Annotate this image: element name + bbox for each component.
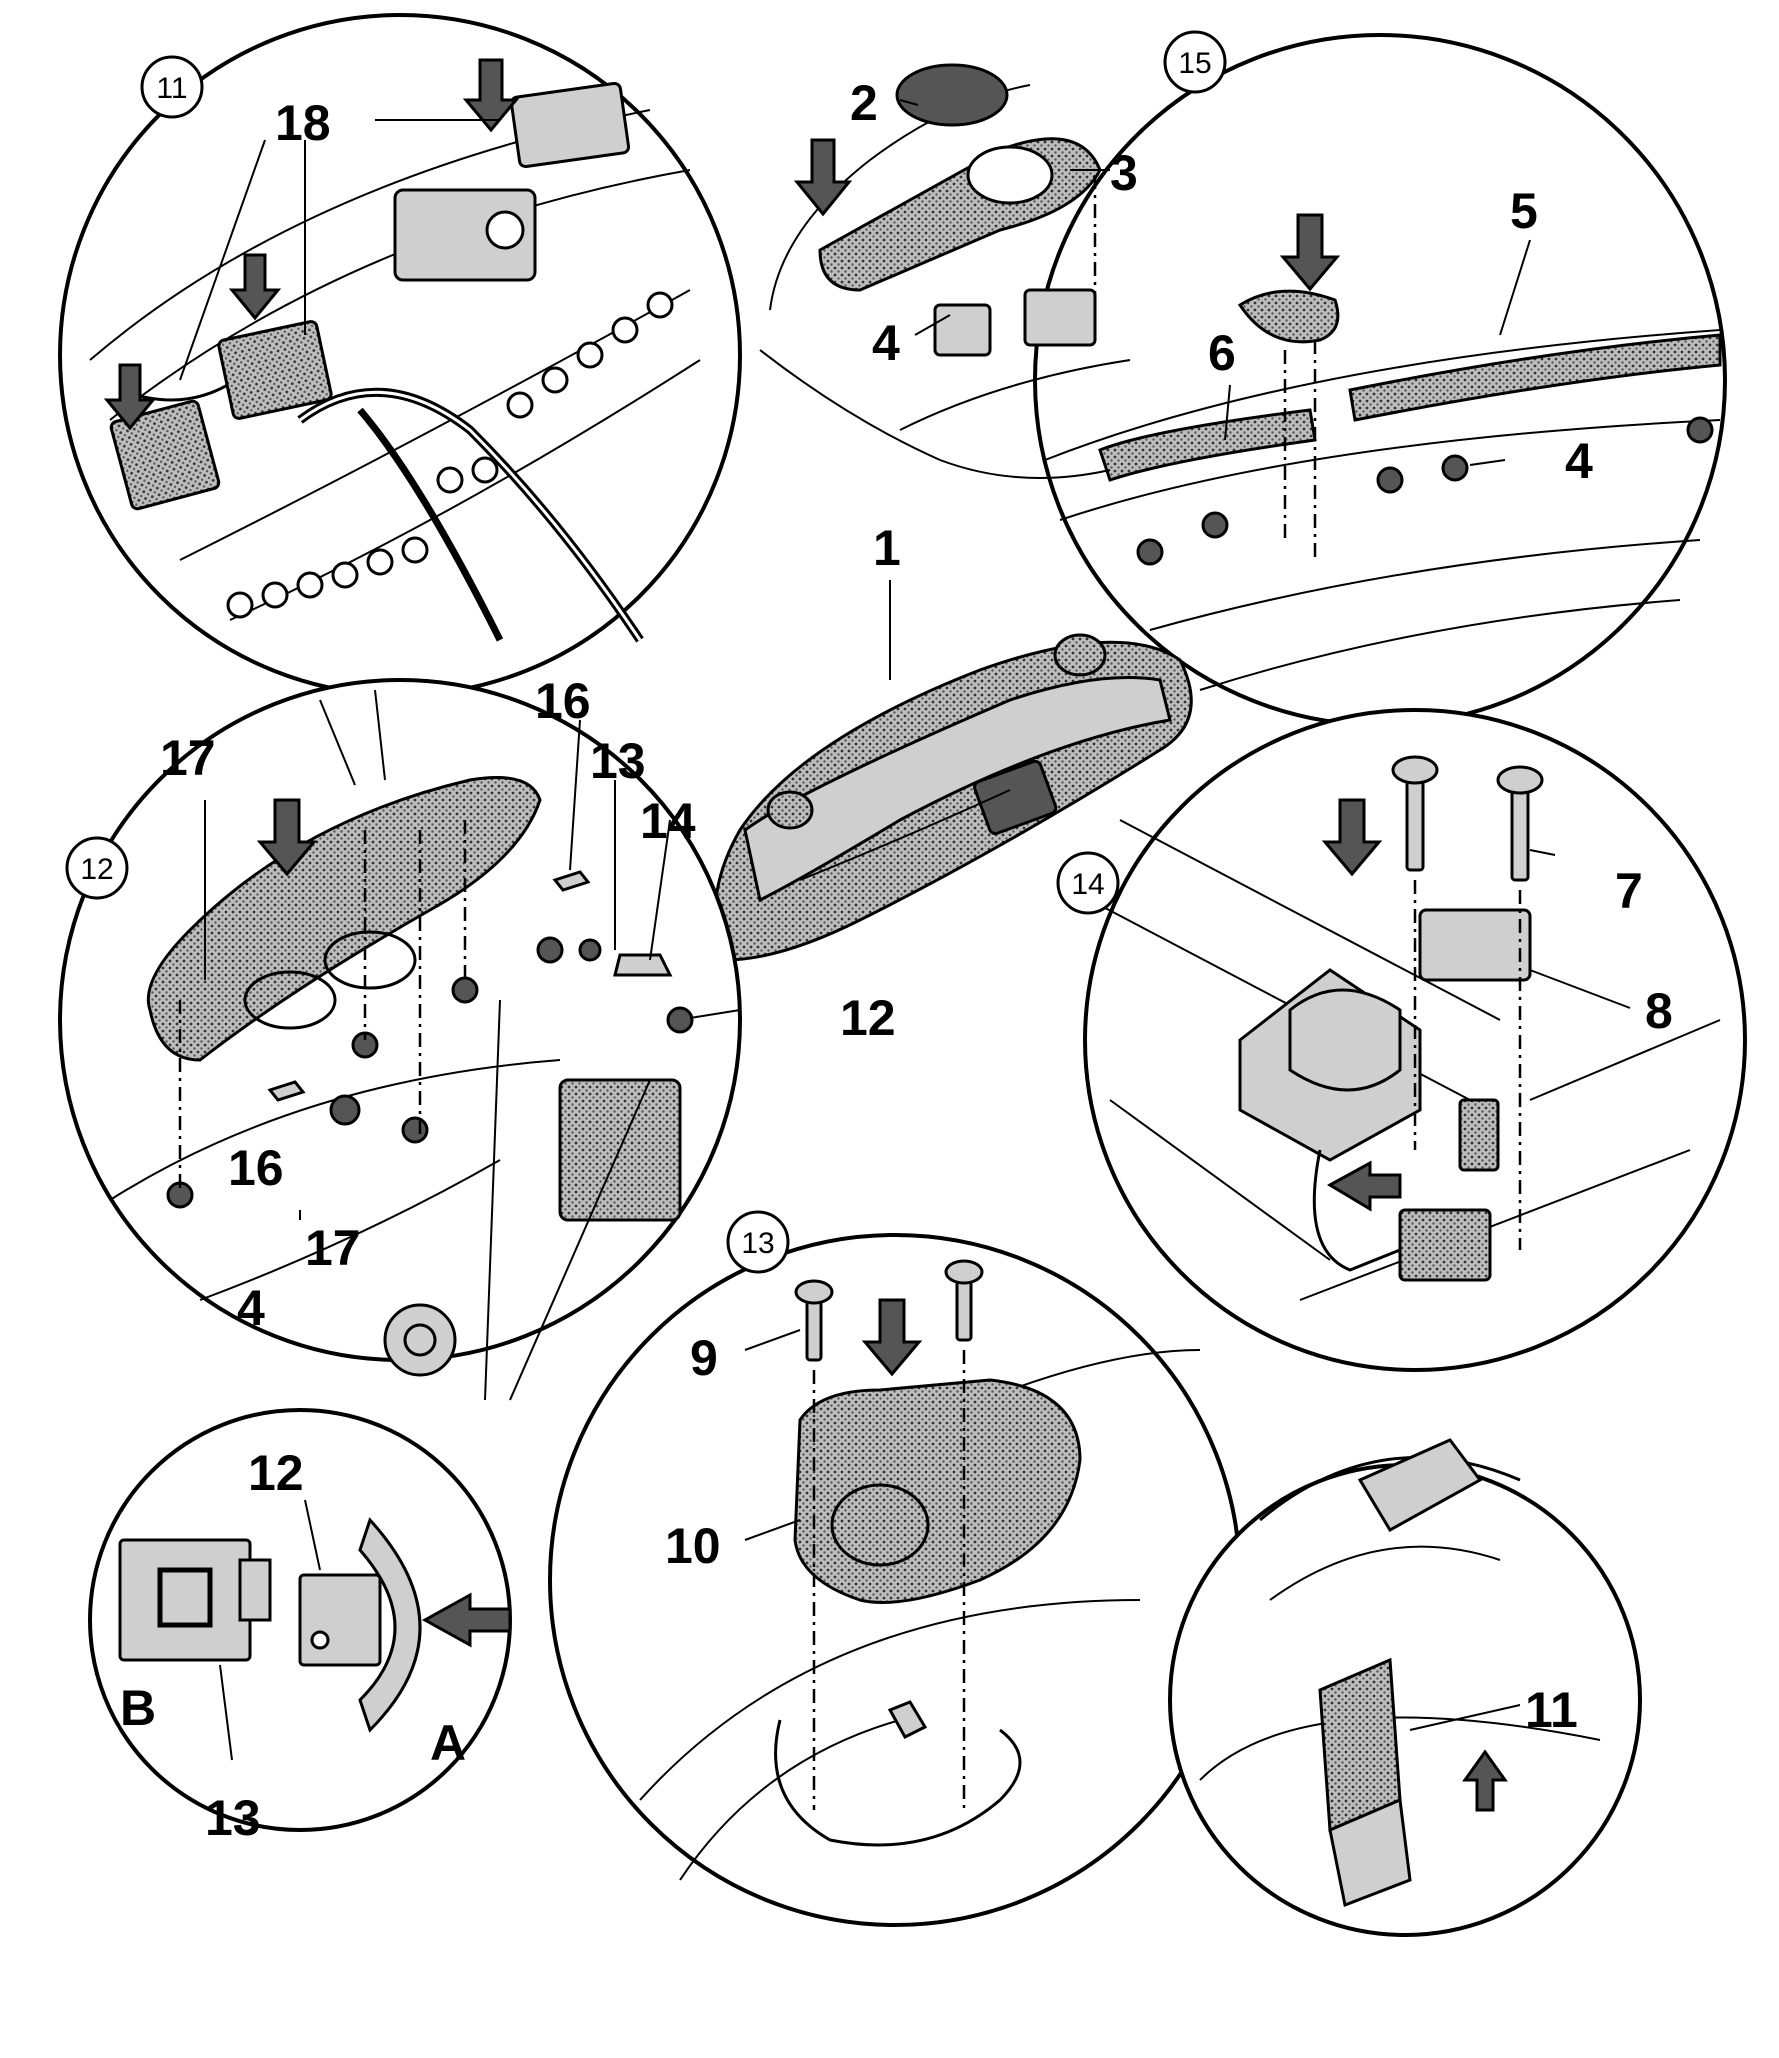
dashboard-overview-1	[713, 633, 1193, 962]
svg-text:11: 11	[156, 72, 187, 105]
bracket-14	[613, 953, 673, 977]
up-arrow-icon	[1462, 1749, 1508, 1812]
connector-18-right	[509, 81, 631, 169]
down-arrow-icon	[861, 1298, 923, 1377]
trim-strip-5	[1348, 333, 1722, 422]
screw-16	[552, 870, 591, 892]
detail-view-13	[548, 1233, 1242, 1927]
down-arrow-icon	[1321, 798, 1383, 877]
top-center-detail	[759, 63, 1131, 479]
callout-12: 12	[840, 990, 896, 1046]
clip-A	[358, 1517, 422, 1733]
callout-3: 3	[1110, 145, 1138, 201]
down-arrow-icon	[462, 58, 520, 133]
clip-row	[166, 936, 694, 1209]
down-arrow-icon	[1279, 213, 1341, 292]
callout-A: A	[430, 1715, 466, 1771]
screw-9	[794, 1259, 984, 1362]
down-arrow-icon	[228, 253, 282, 321]
detail-marker-11: 11	[140, 55, 204, 119]
screw-7	[1391, 755, 1544, 882]
detail-view-11	[58, 13, 742, 697]
detail-view-15	[1033, 33, 1727, 727]
glove-box-lid	[146, 776, 542, 1062]
down-arrow-icon	[793, 138, 853, 217]
callout-4: 4	[237, 1280, 265, 1336]
svg-text:15: 15	[1178, 47, 1211, 80]
callout-8: 8	[1645, 983, 1673, 1039]
clip-B	[118, 1538, 252, 1662]
connector	[1398, 1208, 1492, 1282]
screw-16	[267, 1080, 306, 1102]
callout-6: 6	[1208, 325, 1236, 381]
detail-marker-14: 14	[1056, 851, 1120, 915]
connector-18-middle	[217, 320, 333, 420]
callout-leaders	[179, 99, 1631, 1761]
detail-marker-12: 12	[65, 836, 129, 900]
callout-12: 12	[248, 1445, 304, 1501]
leader-connectors	[319, 689, 1230, 1561]
sensor-detail	[1168, 1438, 1642, 1937]
left-arrow-icon	[421, 1592, 512, 1648]
svg-text:13: 13	[741, 1227, 774, 1260]
callout-14: 14	[640, 793, 696, 849]
callout-2: 2	[850, 75, 878, 131]
callout-B: B	[120, 1680, 156, 1736]
callout-16: 16	[535, 673, 591, 729]
callout-17: 17	[305, 1220, 361, 1276]
callout-13: 13	[205, 1790, 261, 1846]
callout-5: 5	[1510, 183, 1538, 239]
callout-16: 16	[228, 1140, 284, 1196]
cap-2	[895, 63, 1009, 127]
callout-11: 11	[1525, 1682, 1578, 1738]
detail-view-14	[1083, 708, 1747, 1372]
down-arrow-icon	[256, 798, 318, 877]
right-arrow-icon	[1326, 1160, 1402, 1212]
callout-9: 9	[690, 1330, 718, 1386]
callout-10: 10	[665, 1518, 721, 1574]
detail-marker-13: 13	[726, 1210, 790, 1274]
connector-18-left	[109, 399, 221, 511]
down-arrow-icon	[103, 363, 157, 431]
detail-marker-15: 15	[1163, 30, 1227, 94]
callout-1: 1	[873, 520, 901, 576]
callout-18: 18	[275, 95, 331, 151]
svg-text:12: 12	[80, 853, 113, 886]
callout-labels: 18 2 3 4 5 6 4 1 16 17 13 14 7 8 12 16 1…	[120, 75, 1673, 1846]
clip-detail-A-B	[88, 1408, 512, 1832]
switch-row	[226, 291, 674, 619]
callout-4: 4	[1565, 433, 1593, 489]
detail-view-12	[58, 678, 742, 1377]
callout-17: 17	[160, 730, 216, 786]
callout-4: 4	[872, 315, 900, 371]
callout-7: 7	[1615, 863, 1643, 919]
callout-13: 13	[590, 733, 646, 789]
clip-cover	[1237, 289, 1340, 344]
clip-row	[1136, 416, 1714, 566]
svg-text:14: 14	[1071, 868, 1104, 901]
